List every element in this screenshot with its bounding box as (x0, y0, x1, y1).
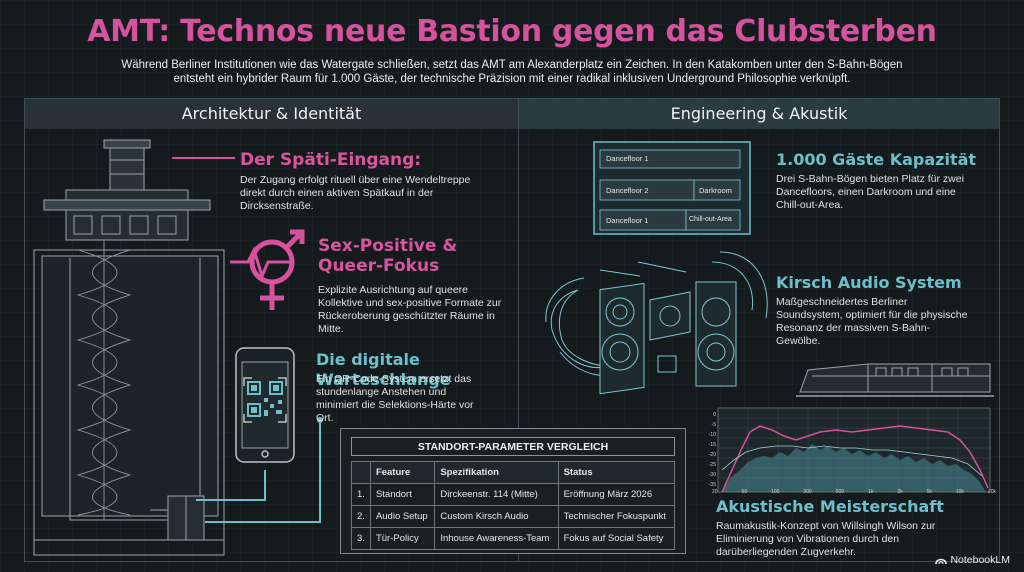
speaker-illustration (545, 251, 768, 395)
content-frame (24, 98, 1000, 562)
frequency-chart (717, 407, 991, 493)
table-cell: Eröffnung März 2026 (557, 483, 676, 506)
smartphone-icon (235, 347, 295, 463)
table-cell: 2. (351, 505, 371, 528)
notebooklm-logo-icon (935, 558, 948, 565)
table-cell: Custom Kirsch Audio (434, 505, 559, 528)
comparison-table-card: STANDORT-PARAMETER VERGLEICH Feature Spe… (340, 428, 686, 554)
capacity-text: Drei S-Bahn-Bögen bieten Platz für zwei … (776, 173, 964, 211)
table-cell: Dirckeenstr. 114 (Mitte) (434, 483, 559, 506)
floorplan-room-label: Dancefloor 2 (606, 186, 649, 195)
table-cell: Technischer Fokuspunkt (557, 505, 676, 528)
queer-focus-text: Explizite Ausrichtung auf queere Kollekt… (318, 284, 502, 335)
table-cell: 3. (351, 527, 371, 550)
floorplan-room-label: Dancefloor 1 (606, 154, 649, 163)
table-row: 1. Standort Dirckeenstr. 114 (Mitte) Erö… (351, 483, 676, 506)
notebooklm-logo: NotebookLM (935, 554, 1010, 566)
entrance-heading: Der Späti-Eingang: (240, 150, 422, 170)
comparison-table-title: STANDORT-PARAMETER VERGLEICH (351, 437, 675, 456)
table-cell: Fokus auf Social Safety (557, 527, 676, 550)
comparison-table: Feature Spezifikation Status 1. Standort… (351, 461, 676, 550)
floorplan-room-label: Chill-out-Area (689, 216, 732, 223)
building-illustration (33, 139, 225, 556)
spiral-staircase (76, 240, 132, 520)
table-header-row: Feature Spezifikation Status (351, 461, 676, 484)
audio-heading: Kirsch Audio System (776, 273, 962, 292)
table-header-cell: Feature (369, 461, 436, 484)
entrance-text: Der Zugang erfolgt rituell über eine Wen… (240, 174, 471, 212)
acoustics-text: Raumakustik-Konzept von Willsingh Wilson… (716, 520, 936, 558)
table-cell: Tür-Policy (369, 527, 436, 550)
table-header-cell: Spezifikation (434, 461, 559, 484)
floorplan-room-label: Dancefloor 1 (606, 216, 649, 225)
table-row: 3. Tür-Policy Inhouse Awareness-Team Fok… (351, 527, 676, 550)
table-cell: Audio Setup (369, 505, 436, 528)
callout-line-phone (196, 470, 266, 501)
qr-scan-brackets (243, 377, 287, 423)
digital-queue-heading: Die digitale Warteschlange (316, 350, 451, 389)
panel-divider (518, 99, 519, 561)
train-illustration (796, 363, 994, 397)
floorplan-room-label: Darkroom (699, 186, 732, 195)
gender-symbol-icon (230, 229, 305, 310)
table-cell: Standort (369, 483, 436, 506)
table-row: 2. Audio Setup Custom Kirsch Audio Techn… (351, 505, 676, 528)
acoustics-heading: Akustische Meisterschaft (716, 497, 944, 516)
queer-focus-heading: Sex-Positive & Queer-Fokus (318, 236, 458, 276)
table-cell: Inhouse Awareness-Team (434, 527, 559, 550)
page-subtitle: Während Berliner Institutionen wie das W… (121, 59, 903, 85)
callout-line-table (205, 420, 321, 523)
left-panel-heading: Architektur & Identität (25, 99, 518, 129)
freq-chart-y-ticks: 0-5-10 -15-20-25 -30-35 (708, 412, 716, 488)
page-title: AMT: Technos neue Bastion gegen das Club… (87, 14, 937, 49)
table-cell: 1. (351, 483, 371, 506)
right-panel-heading: Engineering & Akustik (519, 99, 999, 129)
callout-dot (317, 417, 323, 423)
qr-code-icon (247, 381, 283, 417)
audio-text: Maßgeschneidertes Berliner Soundsystem, … (776, 296, 968, 347)
table-header-cell: Status (557, 461, 676, 484)
table-header-cell (351, 461, 371, 484)
notebooklm-logo-text: NotebookLM (950, 554, 1010, 566)
capacity-heading: 1.000 Gäste Kapazität (776, 150, 977, 169)
digital-queue-text: Ein QR-Code-System ersetzt das stundenla… (316, 373, 474, 424)
floorplan-diagram (593, 141, 751, 235)
